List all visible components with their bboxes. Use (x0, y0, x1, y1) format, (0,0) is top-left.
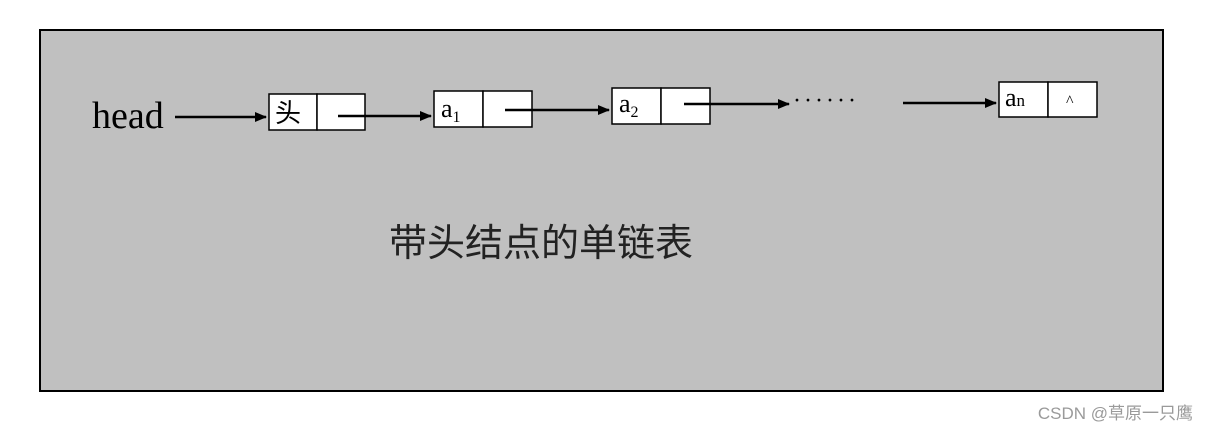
node-pointer-cell (660, 87, 711, 125)
watermark: CSDN @草原一只鹰 (1038, 404, 1193, 423)
diagram-caption: 带头结点的单链表 (389, 221, 693, 265)
null-pointer-icon: ^ (1066, 93, 1074, 110)
ellipsis: ······ (793, 88, 859, 114)
list-node-head: 头 (268, 93, 366, 131)
node-data-label: a1 (441, 94, 461, 126)
list-node-an: an ^ (998, 81, 1098, 118)
node-data-label: 头 (275, 99, 301, 129)
node-data-label: a2 (619, 89, 639, 121)
head-label: head (92, 95, 164, 137)
node-data-cell (998, 81, 1049, 118)
node-data-label: an (1005, 83, 1026, 112)
node-pointer-cell (316, 93, 366, 131)
diagram-panel (39, 29, 1164, 392)
node-pointer-cell (1047, 81, 1098, 118)
list-node-a2: a2 (611, 87, 711, 125)
